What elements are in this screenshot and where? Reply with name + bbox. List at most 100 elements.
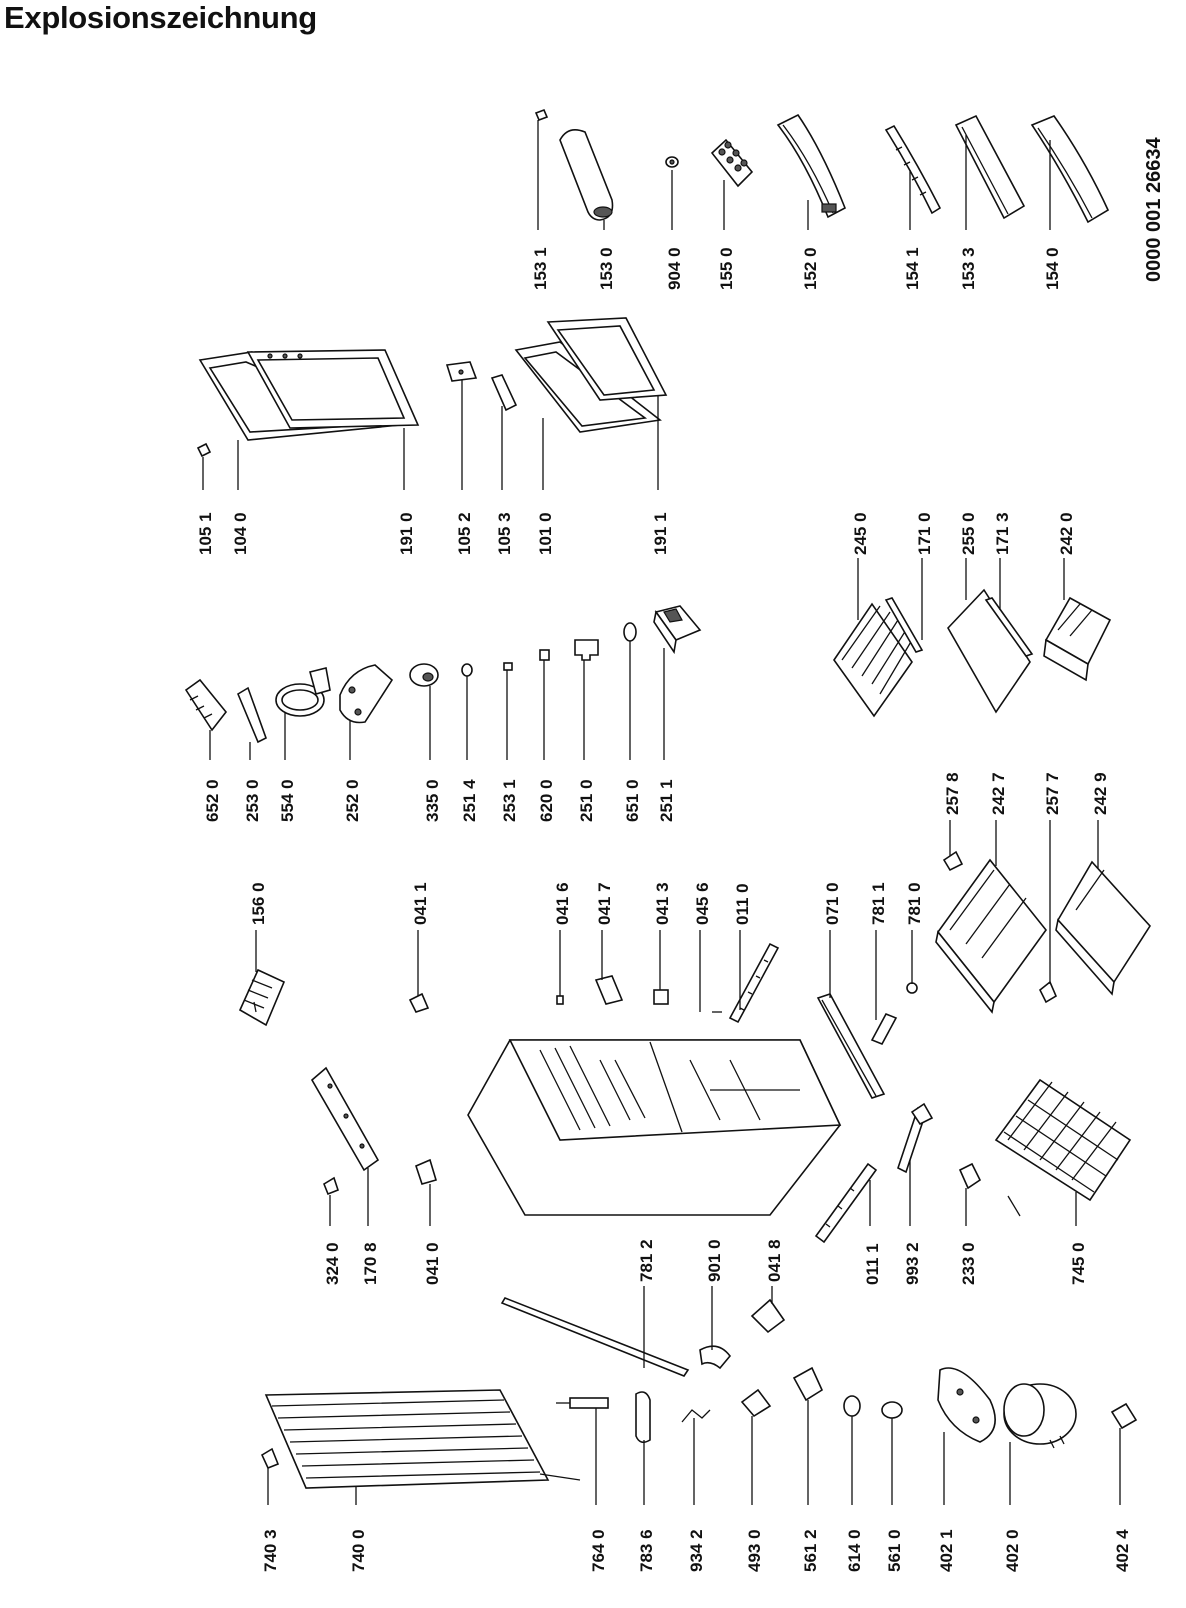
part-191-1-gasket bbox=[546, 317, 668, 401]
part-105-1-hinge-pin bbox=[196, 442, 212, 458]
part-257-8-clip bbox=[942, 850, 964, 872]
label-740-3: 740 3 bbox=[261, 1529, 280, 1572]
label-252-0: 252 0 bbox=[343, 779, 362, 822]
label-740-0: 740 0 bbox=[349, 1529, 368, 1572]
part-191-0-gasket bbox=[246, 349, 420, 429]
part-105-3-hinge bbox=[490, 374, 518, 412]
label-101-0: 101 0 bbox=[536, 512, 555, 555]
part-934-2-capillary bbox=[681, 1409, 711, 1423]
label-253-1: 253 1 bbox=[500, 779, 519, 822]
part-245-0-wire-shelf bbox=[833, 602, 913, 718]
part-253-0-thermostat bbox=[236, 686, 267, 744]
part-152-0-door-shelf bbox=[776, 113, 847, 219]
part-651-0-lamp bbox=[623, 622, 637, 642]
document-number: 0000 001 26634 bbox=[1143, 137, 1165, 282]
label-781-1: 781 1 bbox=[869, 882, 888, 925]
label-041-1: 041 1 bbox=[411, 882, 430, 925]
label-191-1: 191 1 bbox=[651, 512, 670, 555]
part-153-0-shelf bbox=[559, 129, 614, 221]
part-251-0-plate bbox=[574, 639, 599, 661]
label-781-2: 781 2 bbox=[637, 1239, 656, 1282]
part-255-0-glass-shelf bbox=[947, 588, 1031, 714]
label-993-2: 993 2 bbox=[903, 1242, 922, 1285]
part-781-0-plug bbox=[906, 982, 918, 994]
label-011-0: 011 0 bbox=[733, 883, 752, 925]
part-labels: 153 1 153 0 904 0 155 0 152 0 154 1 153 … bbox=[196, 247, 1132, 1572]
label-045-6: 045 6 bbox=[693, 882, 712, 925]
label-041-3: 041 3 bbox=[653, 882, 672, 925]
label-561-2: 561 2 bbox=[801, 1529, 820, 1572]
part-257-7-clip bbox=[1038, 980, 1058, 1004]
label-153-0: 153 0 bbox=[597, 247, 616, 290]
part-253-1-clip bbox=[503, 662, 513, 671]
part-041-6-clip bbox=[556, 995, 564, 1005]
part-041-3-latch bbox=[653, 989, 669, 1005]
label-764-0: 764 0 bbox=[589, 1529, 608, 1572]
label-011-1: 011 1 bbox=[863, 1243, 882, 1285]
part-904-0-knob bbox=[665, 156, 679, 168]
part-071-0-panel bbox=[816, 993, 886, 1099]
part-740-3-clip bbox=[260, 1447, 280, 1470]
label-781-0: 781 0 bbox=[905, 882, 924, 925]
label-614-0: 614 0 bbox=[845, 1529, 864, 1572]
label-105-3: 105 3 bbox=[495, 512, 514, 555]
label-257-7: 257 7 bbox=[1043, 772, 1062, 815]
label-105-2: 105 2 bbox=[455, 512, 474, 555]
label-251-1: 251 1 bbox=[657, 779, 676, 822]
label-402-0: 402 0 bbox=[1003, 1529, 1022, 1572]
part-402-0-compressor bbox=[1003, 1383, 1077, 1449]
label-152-0: 152 0 bbox=[801, 247, 820, 290]
part-764-0-filter bbox=[556, 1397, 609, 1409]
part-901-0-bracket bbox=[699, 1345, 732, 1370]
part-233-0-fan bbox=[958, 1162, 982, 1190]
label-233-0: 233 0 bbox=[959, 1242, 978, 1285]
part-105-2-hinge bbox=[445, 361, 478, 382]
part-153-1-clip bbox=[534, 108, 549, 122]
part-652-0-controls bbox=[184, 678, 228, 732]
label-901-0: 901 0 bbox=[705, 1239, 724, 1282]
label-402-1: 402 1 bbox=[937, 1529, 956, 1572]
part-740-0-condenser bbox=[264, 1389, 581, 1489]
label-335-0: 335 0 bbox=[423, 779, 442, 822]
part-745-0-grid bbox=[994, 1078, 1132, 1217]
part-242-0-crisper bbox=[1043, 596, 1112, 682]
part-041-0-bracket bbox=[415, 1158, 437, 1185]
label-242-9: 242 9 bbox=[1091, 772, 1110, 815]
part-041-1-bracket bbox=[408, 992, 430, 1013]
part-101-0-door bbox=[514, 341, 662, 433]
part-251-1-box bbox=[653, 605, 702, 655]
label-242-7: 242 7 bbox=[989, 772, 1008, 815]
label-154-1: 154 1 bbox=[903, 247, 922, 290]
label-041-7: 041 7 bbox=[595, 882, 614, 925]
part-620-0-switch bbox=[539, 649, 550, 661]
part-011-0-hinge-bar bbox=[728, 942, 780, 1024]
label-554-0: 554 0 bbox=[278, 779, 297, 822]
part-154-1-rail bbox=[884, 124, 942, 215]
leader-lines bbox=[202, 120, 1121, 1505]
part-041-7-bracket bbox=[594, 975, 624, 1005]
part-781-1-vent bbox=[870, 1012, 898, 1046]
label-171-0: 171 0 bbox=[915, 512, 934, 555]
label-251-4: 251 4 bbox=[460, 779, 479, 822]
label-652-0: 652 0 bbox=[203, 779, 222, 822]
label-255-0: 255 0 bbox=[959, 512, 978, 555]
label-620-0: 620 0 bbox=[537, 779, 556, 822]
label-155-0: 155 0 bbox=[717, 247, 736, 290]
part-614-0-capacitor bbox=[843, 1395, 861, 1417]
part-252-0-housing bbox=[339, 664, 394, 724]
label-324-0: 324 0 bbox=[323, 1242, 342, 1285]
label-402-4: 402 4 bbox=[1113, 1529, 1132, 1572]
part-781-2-tube bbox=[500, 1297, 690, 1377]
part-324-0-clip bbox=[323, 1176, 339, 1196]
part-154-0-door-shelf bbox=[1030, 115, 1110, 224]
label-156-0: 156 0 bbox=[249, 882, 268, 925]
part-153-3-door-shelf bbox=[954, 114, 1026, 220]
label-253-0: 253 0 bbox=[243, 779, 262, 822]
part-335-0-knob bbox=[409, 663, 439, 687]
part-041-8-bracket bbox=[750, 1298, 786, 1334]
label-153-1: 153 1 bbox=[531, 247, 550, 290]
part-242-7-freezer-drawer bbox=[935, 858, 1048, 1014]
label-041-6: 041 6 bbox=[553, 882, 572, 925]
label-041-8: 041 8 bbox=[765, 1239, 784, 1282]
